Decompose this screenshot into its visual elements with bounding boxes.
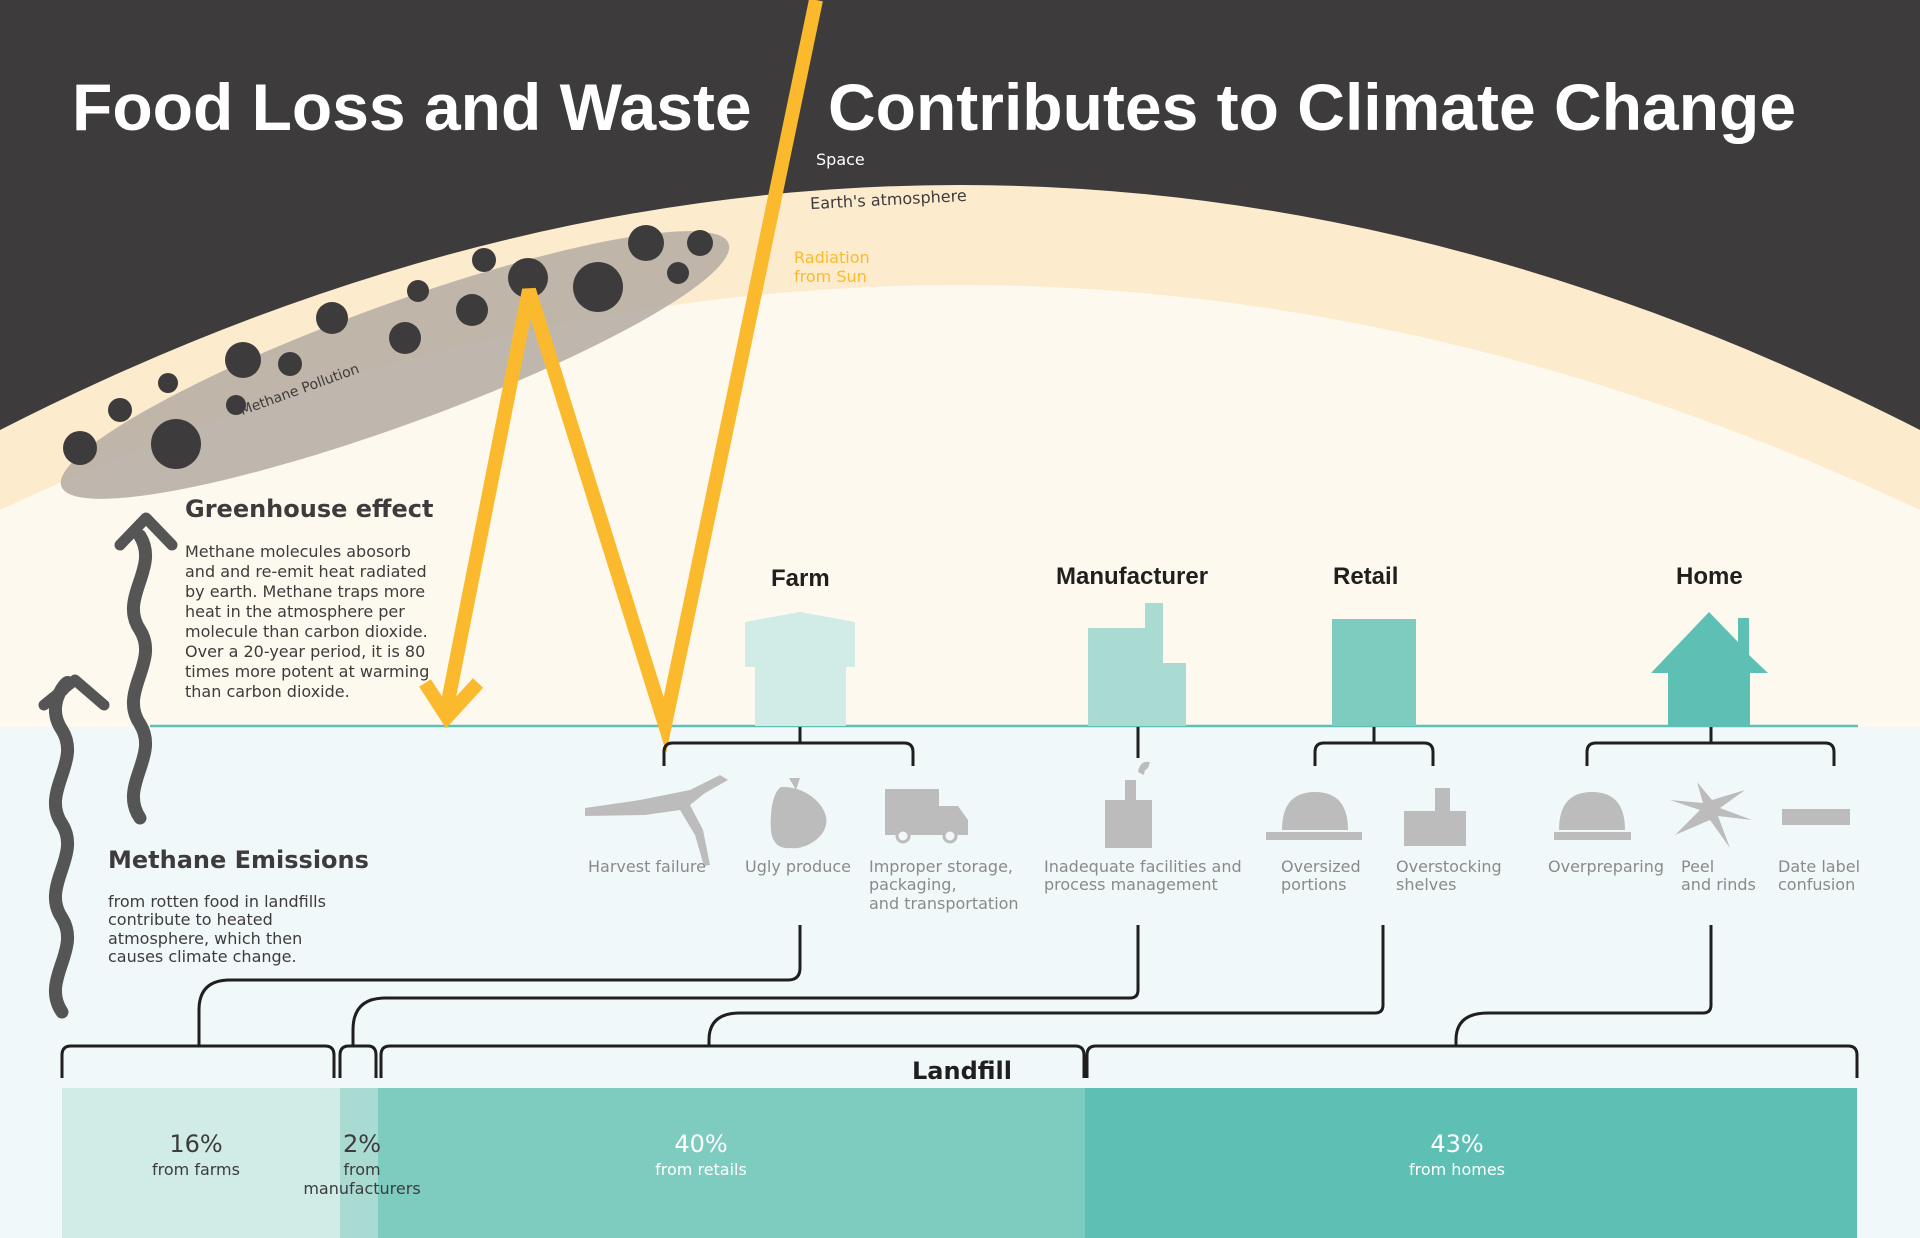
greenhouse-body: Methane molecules abosorb and and re-emi…: [185, 542, 430, 701]
dome-plate-icon: [1266, 792, 1362, 840]
landfill-segment-farms: [62, 1088, 340, 1238]
cause-date-label-confusion: Date label confusion: [1778, 857, 1861, 895]
building-factory-icon: [1088, 603, 1186, 726]
cause-overpreparing: Overpreparing: [1548, 857, 1664, 876]
sun-ray: [440, 0, 823, 753]
wavy-arrow-right: [127, 529, 152, 825]
wavy-arrow-right-head: [114, 512, 178, 551]
building-farm-icon: [745, 612, 855, 726]
landfill-manufacturers-value: 2%: [342, 1130, 382, 1158]
label-icon: [1782, 809, 1850, 825]
wavy-arrow-left: [49, 676, 75, 1019]
landfill-brackets: [60, 1044, 1859, 1078]
cause-improper-storage: Improper storage, packaging, and transpo…: [869, 857, 1019, 913]
title-part-1: Food Loss and Waste: [72, 70, 752, 144]
building-house-icon: [1651, 612, 1768, 726]
wavy-arrow-left-head: [38, 674, 110, 711]
landfill-segment-retails: [378, 1088, 1085, 1238]
stage-retail-heading: Retail: [1333, 563, 1399, 590]
methane-molecules: [63, 225, 713, 469]
radiation-label: Radiation from Sun: [794, 248, 870, 287]
dome-plate-icon-2: [1554, 792, 1631, 840]
shelf-icon: [1404, 788, 1466, 846]
building-store-icon: [1332, 619, 1416, 726]
landfill-heading: Landfill: [912, 1057, 1012, 1085]
peel-icon: [1670, 782, 1752, 848]
cause-overstocking-shelves: Overstocking shelves: [1396, 857, 1502, 895]
landfill-connectors: [197, 925, 1713, 1046]
title-part-2: Contributes to Climate Change: [828, 70, 1797, 144]
stage-manufacturer-heading: Manufacturer: [1056, 563, 1209, 590]
cause-oversized-portions: Oversized portions: [1281, 857, 1361, 895]
branch-icon: [585, 775, 728, 866]
landfill-segment-manufacturers: [340, 1088, 378, 1238]
cause-inadequate-facilities: Inadequate facilities and process manage…: [1044, 857, 1242, 895]
cause-peel-and-rinds: Peel and rinds: [1681, 857, 1756, 895]
truck-icon: [885, 789, 968, 835]
space-label: Space: [816, 150, 865, 169]
landfill-homes-value: 43%: [1430, 1130, 1484, 1158]
factory-icon: [1105, 780, 1152, 848]
methane-emissions-heading: Methane Emissions: [108, 846, 369, 874]
methane-cloud: [60, 231, 730, 499]
landfill-homes-label: from homes: [1408, 1160, 1505, 1179]
landfill-segment-homes: [1085, 1088, 1857, 1238]
landfill-retails-label: from retails: [655, 1160, 747, 1179]
stage-farm-heading: Farm: [771, 565, 830, 592]
landfill-farms-label: from farms: [152, 1160, 240, 1179]
landfill-manufacturers-label: from manufacturers: [303, 1160, 421, 1199]
stage-brackets: [662, 727, 1836, 766]
fruit-icon: [770, 778, 827, 849]
methane-emissions-body: from rotten food in landfills contribute…: [108, 892, 326, 967]
landfill-farms-value: 16%: [169, 1130, 223, 1158]
stage-home-heading: Home: [1676, 563, 1743, 590]
cause-harvest-failure: Harvest failure: [588, 857, 706, 876]
landfill-retails-value: 40%: [674, 1130, 728, 1158]
sun-ray-arrowhead: [419, 678, 484, 729]
greenhouse-heading: Greenhouse effect: [185, 495, 434, 523]
cause-icons: [585, 761, 1850, 866]
cause-ugly-produce: Ugly produce: [745, 857, 851, 876]
